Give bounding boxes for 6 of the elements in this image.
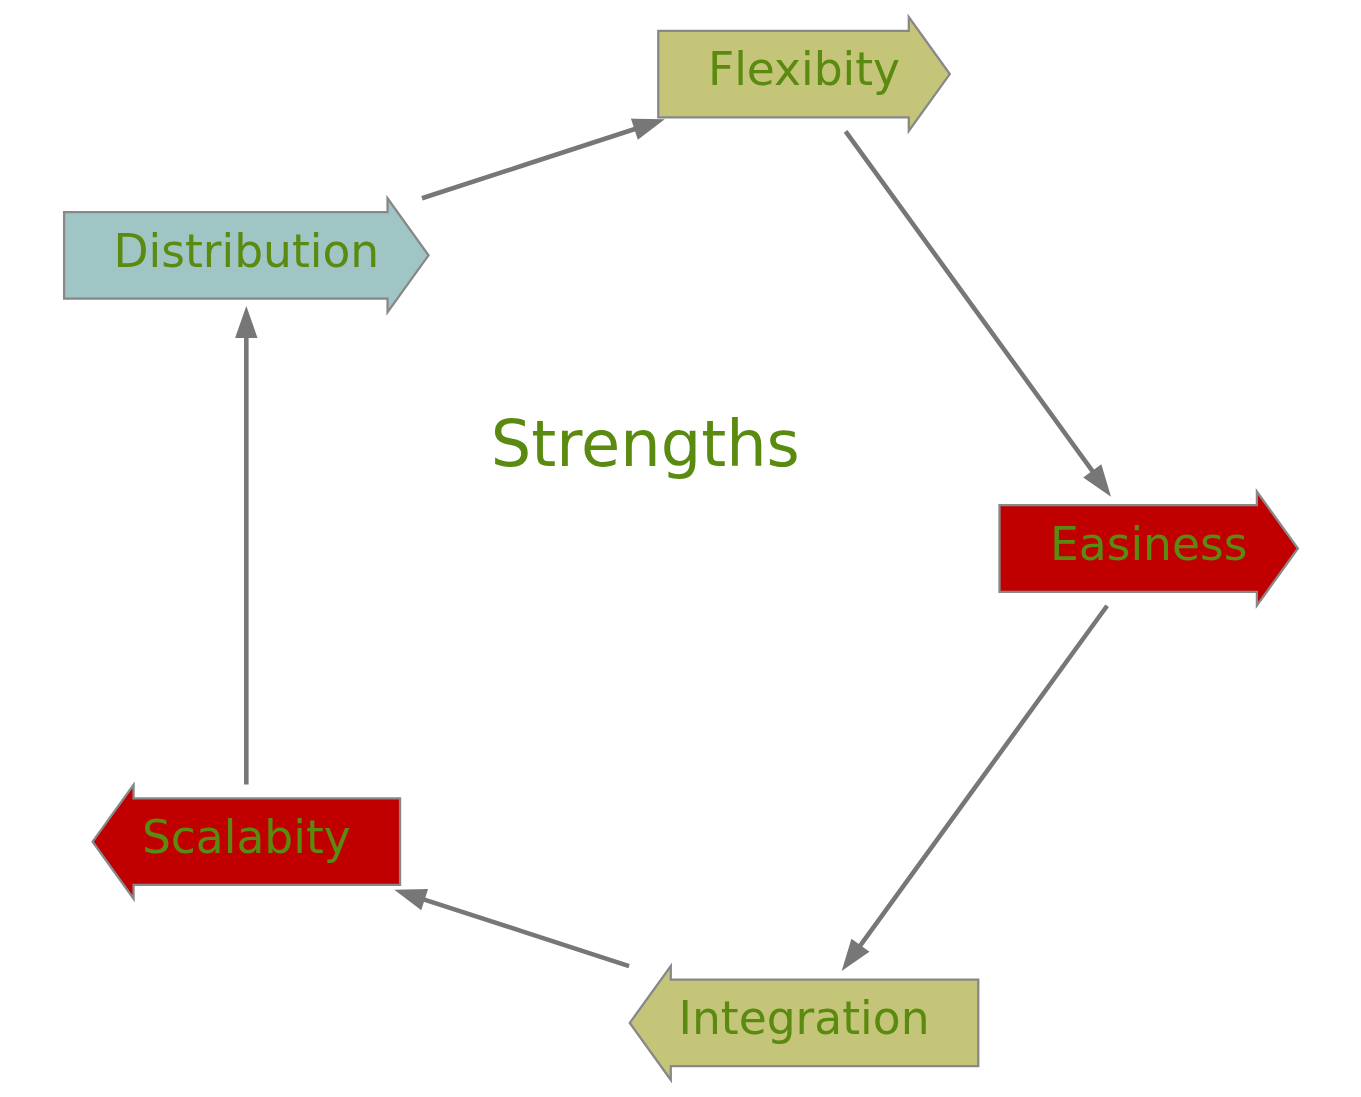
arrow	[841, 604, 1109, 972]
arrow	[420, 118, 665, 201]
arrow	[393, 889, 630, 969]
arrow	[843, 130, 1111, 497]
arrow	[234, 305, 257, 785]
label: Strengths	[490, 407, 800, 482]
